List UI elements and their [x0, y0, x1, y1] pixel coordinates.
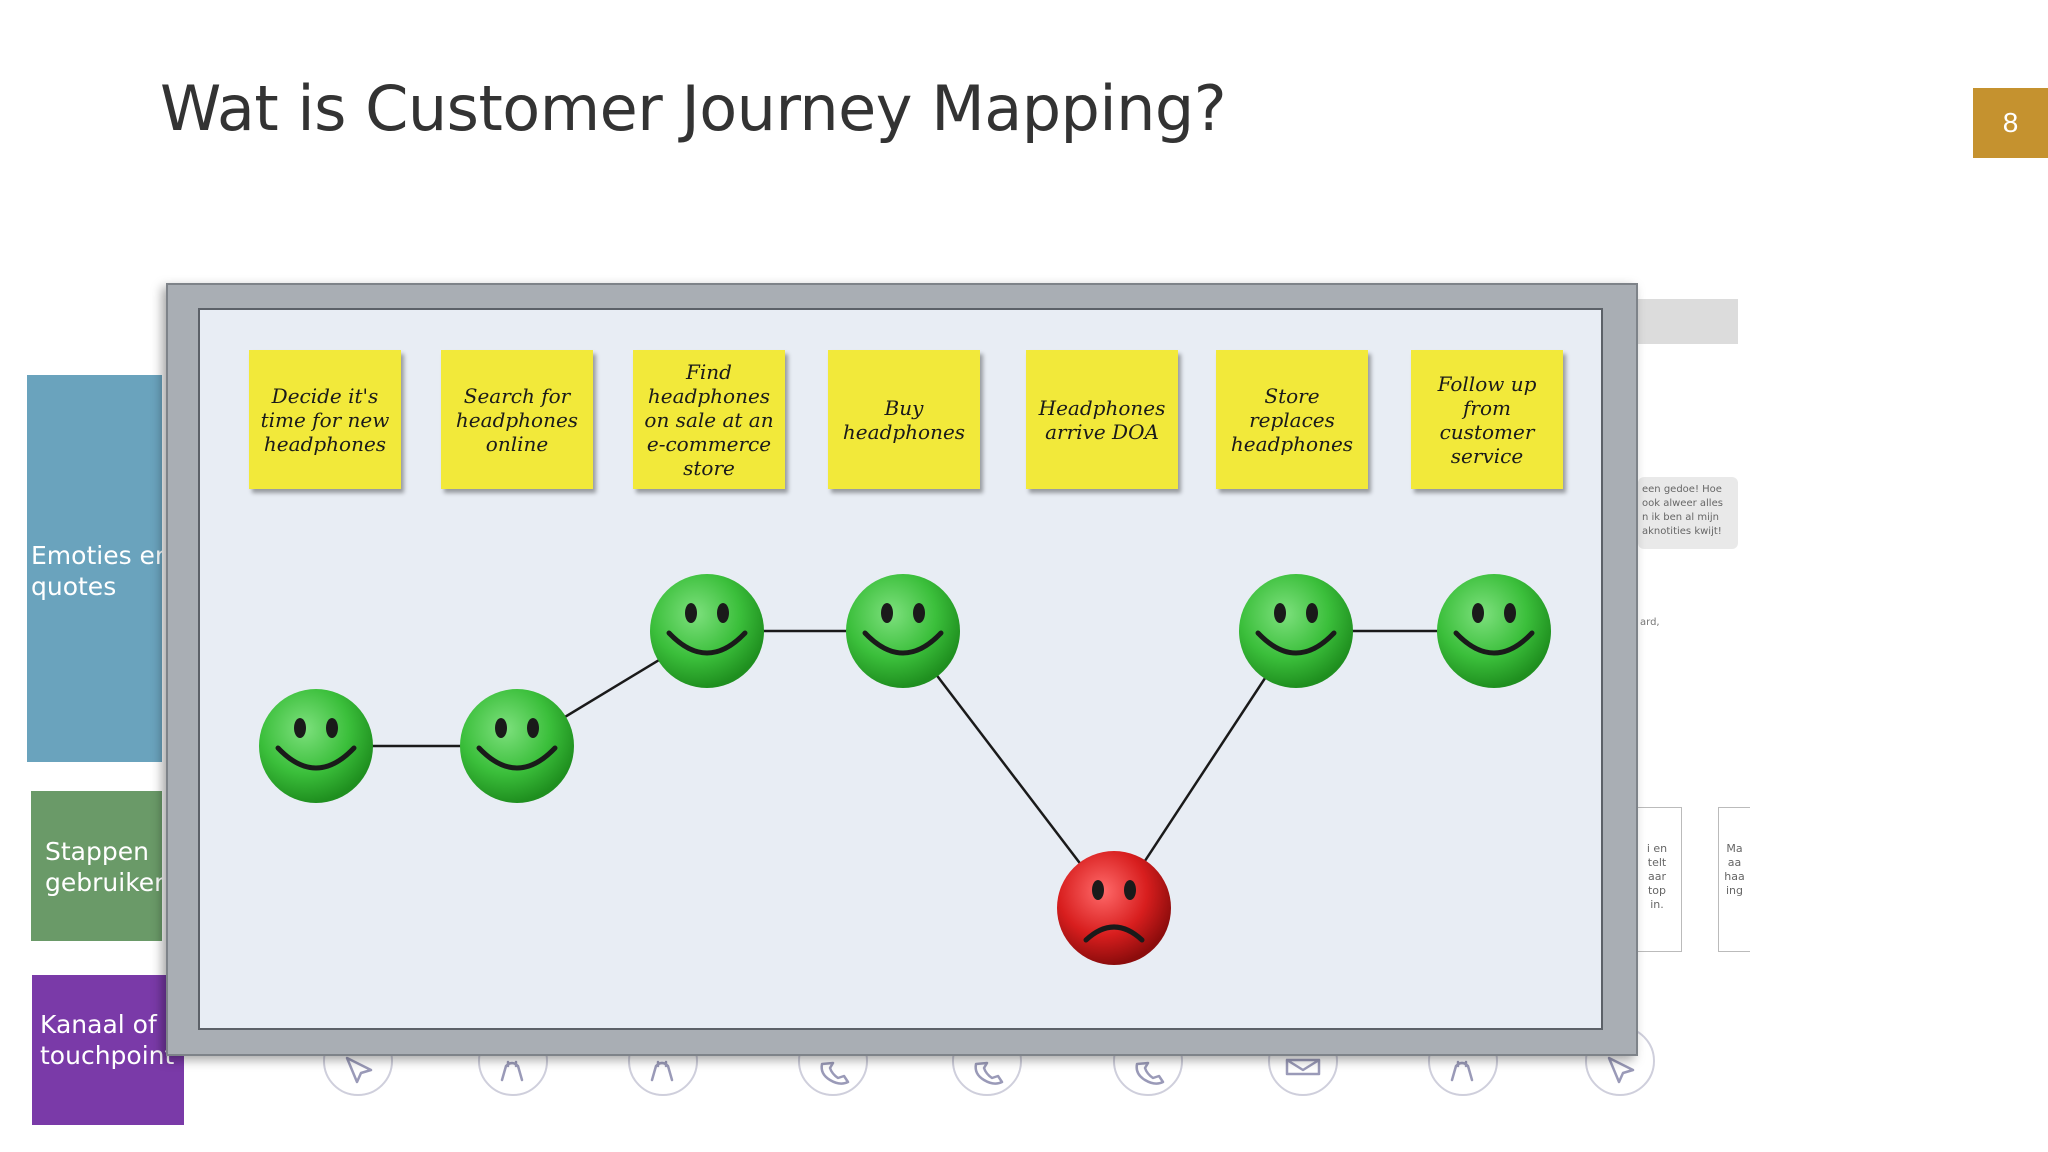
happy-face-icon — [846, 574, 960, 688]
happy-face-icon — [1437, 574, 1551, 688]
label-emotions-quotes: Emoties en quotes — [27, 375, 162, 762]
sticky-note-step-7: Follow up from customer service — [1411, 350, 1563, 489]
background-header-bar — [1638, 299, 1738, 344]
happy-face-icon — [460, 689, 574, 803]
sticky-note-step-3: Find headphones on sale at an e-commerce… — [633, 350, 785, 489]
background-step-box: i en telt aar top in. — [1632, 807, 1682, 952]
person-icon — [650, 1060, 674, 1082]
sticky-note-step-5: Headphones arrive DOA — [1026, 350, 1178, 489]
phone-icon — [1135, 1061, 1165, 1085]
label-user-steps: Stappen gebruiker — [31, 791, 162, 941]
sticky-note-step-1: Decide it's time for new headphones — [249, 350, 401, 489]
happy-face-icon — [650, 574, 764, 688]
sticky-note-step-4: Buy headphones — [828, 350, 980, 489]
person-icon — [1450, 1060, 1474, 1082]
sticky-note-step-6: Store replaces headphones — [1216, 350, 1368, 489]
journey-connector-line — [902, 630, 1115, 909]
slide-title: Wat is Customer Journey Mapping? — [160, 72, 1227, 145]
cursor-icon — [345, 1056, 373, 1084]
background-step-box: Ma aa haa ing — [1718, 807, 1750, 952]
phone-icon — [820, 1061, 850, 1085]
label-channel-touchpoint: Kanaal of touchpoint — [32, 975, 184, 1125]
happy-face-icon — [1239, 574, 1353, 688]
background-text-fragment: ard, — [1640, 617, 1660, 628]
cursor-icon — [1607, 1056, 1635, 1084]
phone-icon — [974, 1061, 1004, 1085]
sticky-note-step-2: Search for headphones online — [441, 350, 593, 489]
mail-icon — [1285, 1058, 1321, 1076]
happy-face-icon — [259, 689, 373, 803]
page-number-badge: 8 — [1973, 88, 2048, 158]
background-quote-callout: een gedoe! Hoe ook alweer alles n ik ben… — [1638, 477, 1738, 549]
sad-face-icon — [1057, 851, 1171, 965]
person-icon — [500, 1060, 524, 1082]
